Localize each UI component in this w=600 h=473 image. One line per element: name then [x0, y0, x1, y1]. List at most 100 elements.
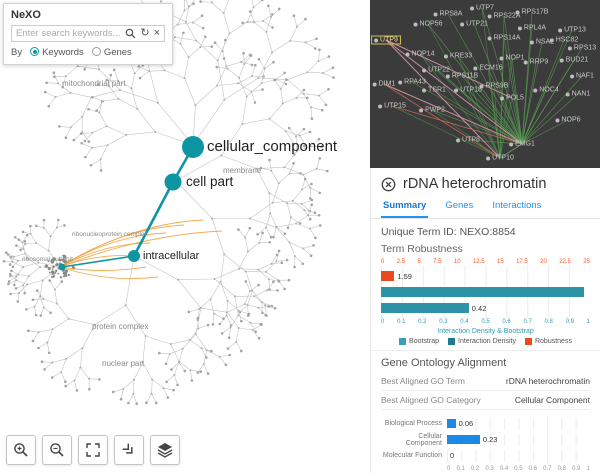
tree-label-intracellular[interactable]: intracellular [143, 250, 200, 262]
tree-label-membrane[interactable]: membrane [223, 166, 262, 175]
legend-label: Interaction Density [458, 337, 516, 345]
legend-item: Robustness [524, 337, 572, 345]
tab-genes[interactable]: Genes [445, 200, 474, 211]
gene-node[interactable]: NOP56 [413, 21, 442, 28]
tree-label-ribonucleoprotein-complex[interactable]: ribonucleoprotein complex [72, 231, 148, 238]
layers-button[interactable] [150, 435, 180, 465]
gene-node-dot [433, 12, 438, 16]
tab-summary[interactable]: Summary [381, 196, 429, 218]
close-icon[interactable] [381, 177, 396, 192]
gene-node[interactable]: UTP18 [454, 87, 482, 94]
gene-node[interactable]: RPS11B [445, 73, 478, 80]
gene-node[interactable]: UTP13 [558, 27, 586, 34]
gene-node[interactable]: DIM1 [372, 81, 395, 88]
gene-node-label: RRP9 [529, 58, 549, 66]
gene-node[interactable]: NOP6 [555, 117, 581, 124]
collapse-branches-button[interactable] [114, 435, 144, 465]
gene-node-label: UTP10 [492, 154, 514, 162]
gene-node[interactable]: RPS13 [567, 44, 597, 52]
gene-node-dot [445, 74, 450, 78]
gene-node[interactable]: RPS14A [487, 34, 521, 42]
gene-node[interactable]: HSC82 [549, 37, 578, 44]
gene-node[interactable]: UTP15 [378, 103, 406, 110]
refresh-icon[interactable]: ↻ [140, 27, 150, 39]
ontology-tree-canvas[interactable] [0, 0, 370, 473]
gene-node-dot [405, 52, 410, 56]
gene-node-dot [515, 10, 520, 14]
gene-node[interactable]: POL5 [500, 95, 524, 102]
tree-label-nuclear-part[interactable]: nuclear part [102, 359, 145, 368]
clear-icon[interactable]: × [153, 27, 160, 39]
go-chart-value: 0.06 [458, 419, 474, 429]
gene-node[interactable]: UTP22 [422, 67, 450, 74]
gene-node-label: RPS22A [493, 12, 521, 20]
gene-node[interactable]: PWP2 [419, 107, 445, 114]
gene-node-dot [500, 96, 505, 100]
axis-tick: 2.5 [396, 259, 406, 265]
axis-tick: 0.6 [502, 319, 511, 326]
tree-label-cell-part[interactable]: cell part [186, 174, 234, 189]
gene-node[interactable]: UTP7 [470, 5, 494, 12]
axis-tick: 0 [447, 465, 451, 472]
zoom-in-button[interactable] [6, 435, 36, 465]
gene-node-label: UTP22 [428, 66, 450, 74]
gene-node[interactable]: UTP21 [460, 21, 488, 28]
gene-node[interactable]: KRE33 [443, 53, 472, 60]
go-chart-category: Molecular Function [382, 452, 442, 460]
gene-node[interactable]: ECM16 [473, 65, 503, 72]
gene-node[interactable]: UTP8 [456, 137, 480, 144]
gene-node-label: UTP13 [564, 26, 586, 34]
gene-node-label: RPS8A [439, 10, 463, 18]
gene-node-dot [549, 38, 554, 42]
gene-node[interactable]: NOP14 [405, 51, 434, 58]
gene-node[interactable]: RPS8A [433, 10, 463, 18]
gene-node[interactable]: TSR1 [422, 87, 446, 94]
gene-node[interactable]: RRP9 [523, 58, 549, 66]
tree-label-ribosomal-subunit[interactable]: ribosomal subunit [22, 256, 73, 263]
gene-node-dot [570, 74, 575, 78]
gene-node-label: RPS17B [521, 8, 549, 16]
axis-tick: 25 [583, 259, 590, 265]
gene-node-label: UTP7 [476, 4, 494, 12]
gene-node-dot [374, 38, 379, 42]
fit-view-button[interactable] [78, 435, 108, 465]
gene-node-label: RPS13 [573, 44, 597, 52]
tree-label-mitochondrial-part[interactable]: mitochondrial part [62, 79, 126, 88]
gene-node[interactable]: RPS17B [515, 8, 549, 16]
tab-interactions[interactable]: Interactions [492, 200, 542, 211]
search-input[interactable] [16, 28, 122, 39]
gene-node-label: RPS14A [493, 34, 521, 42]
gene-node[interactable]: RPA43 [398, 79, 426, 86]
zoom-out-button[interactable] [42, 435, 72, 465]
gene-node-label: POL5 [506, 94, 524, 102]
gene-network-canvas[interactable] [370, 0, 600, 168]
gene-node[interactable]: NOP1 [499, 55, 525, 62]
radio-keywords[interactable]: Keywords [30, 47, 84, 58]
axis-tick: 0.2 [470, 465, 480, 472]
interaction-density-bar-row: 0.42 [381, 301, 590, 315]
gene-node[interactable]: BUD21 [559, 57, 588, 64]
gene-node[interactable]: EMG1 [509, 141, 535, 148]
gene-node[interactable]: NSA2 [529, 39, 554, 46]
search-icon[interactable] [125, 28, 136, 39]
tree-label-protein-complex[interactable]: protein complex [92, 322, 149, 331]
gene-node[interactable]: NOC4 [533, 87, 559, 94]
gene-node[interactable]: RPS9B [479, 83, 508, 90]
gene-node[interactable]: RPS22A [487, 12, 521, 20]
gene-node[interactable]: NAF1 [570, 73, 594, 80]
radio-genes[interactable]: Genes [91, 47, 132, 58]
legend-item: Bootstrap [399, 337, 439, 345]
axis-tick: 0.8 [544, 319, 553, 326]
gene-node[interactable]: RPL4A [517, 25, 546, 32]
gene-node-dot [456, 138, 461, 142]
tree-label-cellular-component[interactable]: cellular_component [207, 138, 338, 155]
gene-node-dot [499, 56, 504, 60]
gene-node[interactable]: UTP10 [486, 155, 514, 162]
gene-node-label: EMG1 [515, 140, 535, 148]
ontology-tree-panel[interactable]: mitochondrial part cellular_component ce… [0, 0, 370, 473]
gene-node[interactable]: NAN1 [565, 91, 590, 98]
term-robustness-header: Term Robustness [381, 243, 463, 255]
gene-node[interactable]: UTP9 [371, 35, 401, 45]
